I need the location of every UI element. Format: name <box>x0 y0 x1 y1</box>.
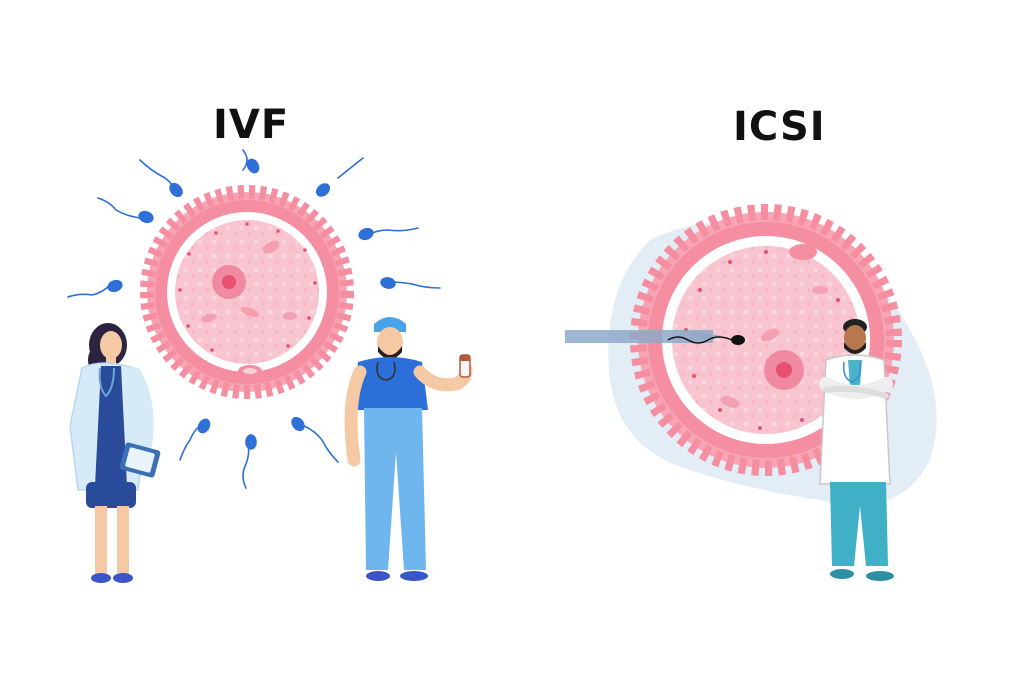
sperm-icon <box>67 149 441 489</box>
icsi-egg-cell <box>630 204 902 476</box>
female-doctor-icon <box>69 323 161 583</box>
icsi-title: ICSI <box>733 104 826 150</box>
sperm-icon <box>667 335 745 345</box>
pipette-icon <box>565 330 722 343</box>
ivf-title: IVF <box>213 102 290 148</box>
surgeon-icon <box>344 317 473 581</box>
male-doctor-icon <box>819 319 894 581</box>
ivf-egg-cell <box>140 185 354 399</box>
